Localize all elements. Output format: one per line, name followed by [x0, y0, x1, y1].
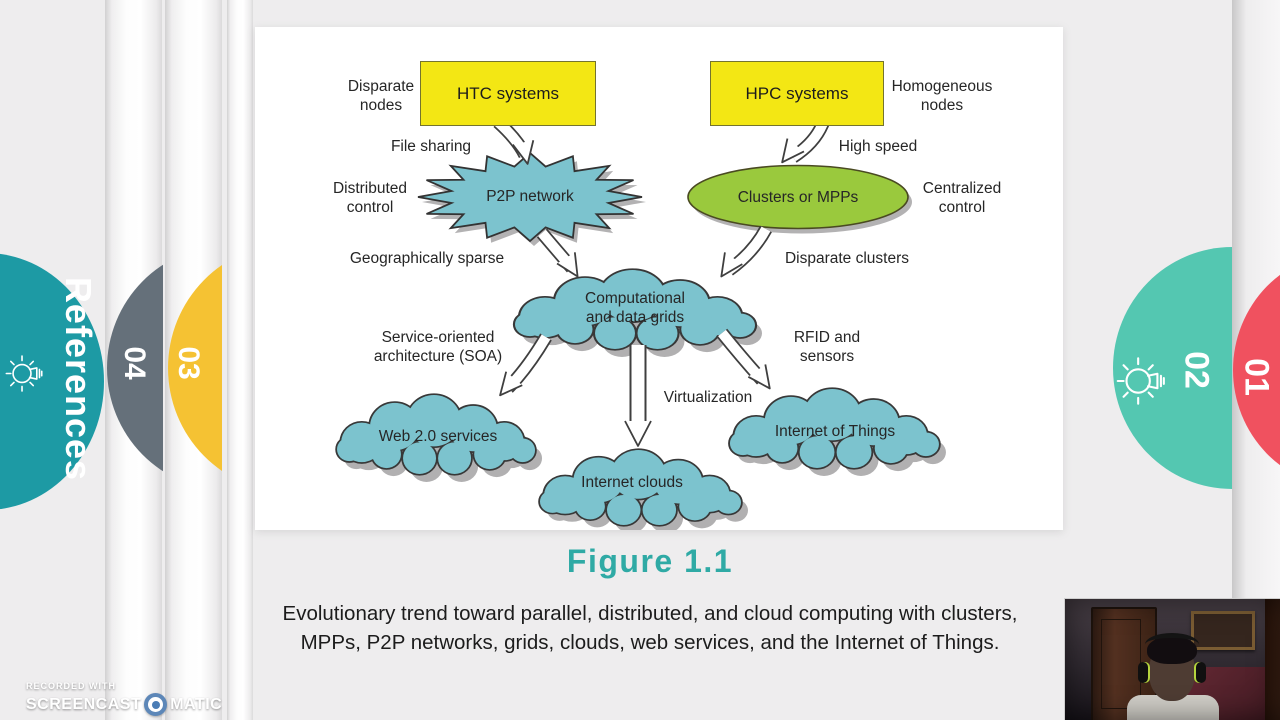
label-homogeneous-nodes: Homogeneous nodes — [891, 78, 993, 114]
screencast-o-matic-icon — [144, 693, 168, 716]
label-distributed-control: Distributed control — [332, 180, 408, 216]
label-disparate-nodes: Disparate nodes — [347, 78, 415, 114]
references-label: References — [58, 276, 99, 482]
sidebar-tab-references[interactable]: References — [0, 253, 104, 510]
lightbulb-icon — [1116, 357, 1165, 405]
node-computational-data-grids: Computational and data grids — [585, 290, 685, 326]
label-geographically-sparse: Geographically sparse — [349, 250, 505, 267]
presenter-webcam — [1064, 598, 1280, 720]
headphones-band — [1145, 633, 1199, 656]
webcam-door-right — [1265, 599, 1280, 720]
slide-diagram-panel: HTC systems HPC systems Disparate nodes … — [255, 27, 1063, 530]
label-rfid-sensors: RFID and sensors — [793, 329, 861, 365]
arrow-grids-to-iot — [716, 328, 771, 390]
arrow-hpc-to-clusters — [781, 120, 830, 164]
label-centralized-control: Centralized control — [922, 180, 1002, 216]
label-file-sharing: File sharing — [390, 138, 472, 155]
node-p2p-network: P2P network — [486, 188, 574, 205]
lightbulb-icon — [5, 355, 43, 392]
sidebar-tab-04[interactable]: 04 — [107, 244, 163, 492]
node-htc-systems: HTC systems — [420, 61, 596, 126]
label-soa: Service-oriented architecture (SOA) — [373, 329, 503, 365]
label-high-speed: High speed — [838, 138, 918, 155]
sidebar-tab-03[interactable]: 03 — [168, 241, 222, 495]
arrow-grids-to-internet-clouds — [624, 345, 652, 447]
webcam-vignette — [1065, 599, 1280, 720]
arrow-p2p-to-grids — [536, 228, 579, 278]
page-curl-strip — [227, 0, 253, 720]
webcam-picture-frame — [1191, 611, 1255, 650]
tab-01-label: 01 — [1237, 358, 1276, 396]
node-hpc-systems: HPC systems — [710, 61, 884, 126]
watermark-brand-right: MATIC — [170, 695, 223, 713]
arrow-clusters-to-grids — [720, 225, 772, 278]
node-clusters-mpps: Clusters or MPPs — [737, 189, 859, 206]
arrow-grids-to-web20 — [499, 333, 552, 397]
watermark-recorded-with: RECORDED WITH — [26, 681, 116, 691]
tab-03-label: 03 — [172, 346, 205, 380]
node-internet-of-things: Internet of Things — [774, 423, 896, 440]
sidebar-tab-02[interactable]: 02 — [1113, 245, 1232, 491]
label-virtualization: Virtualization — [663, 389, 753, 406]
node-internet-clouds: Internet clouds — [581, 474, 683, 491]
headphones-earcup-left — [1138, 662, 1150, 683]
tab-02-label: 02 — [1177, 351, 1216, 389]
sidebar-tab-01[interactable]: 01 — [1233, 250, 1280, 490]
tab-04-label: 04 — [118, 346, 151, 380]
diagram-shapes — [335, 116, 946, 530]
figure-caption: Evolutionary trend toward parallel, dist… — [282, 602, 1018, 654]
figure-title: Figure 1.1 — [566, 543, 734, 579]
headphones-earcup-right — [1194, 662, 1206, 683]
label-disparate-clusters: Disparate clusters — [784, 250, 910, 267]
watermark-brand-left: SCREENCAST — [26, 695, 142, 713]
node-web20-services: Web 2.0 services — [378, 428, 498, 445]
screencast-watermark: RECORDED WITH SCREENCAST MATIC — [26, 681, 222, 716]
